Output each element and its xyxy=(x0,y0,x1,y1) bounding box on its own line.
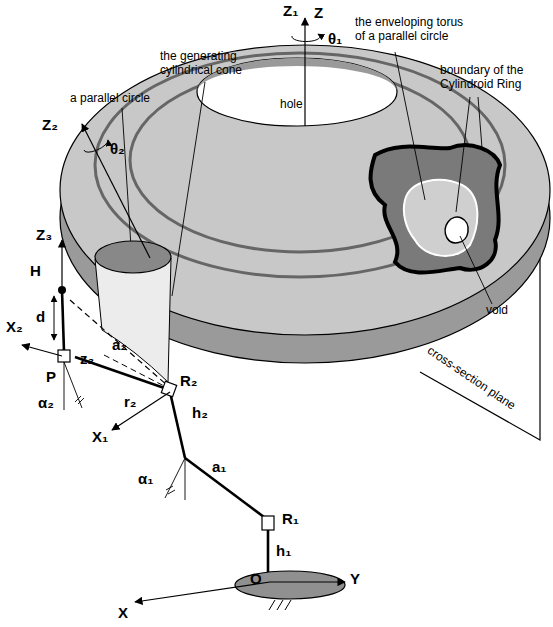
angle-label: θ₂ xyxy=(110,140,125,157)
joint-label: R₁ xyxy=(282,510,299,527)
joint-label: P xyxy=(46,368,56,385)
axis-label: Z₃ xyxy=(36,226,52,243)
point-label: H xyxy=(30,262,41,279)
plane-label: cross-section plane xyxy=(424,344,517,413)
angle-label: θ₁ xyxy=(328,30,342,47)
callout-text: the generating cylindrical cone xyxy=(160,50,260,78)
callout-text: the enveloping torus of a parallel circl… xyxy=(355,16,475,44)
axis-label: Z xyxy=(314,4,323,21)
link-label: a₂ xyxy=(112,336,127,353)
callout-text: a parallel circle xyxy=(70,92,150,106)
axis-label: X₂ xyxy=(6,318,23,335)
joint-label: R₂ xyxy=(180,372,198,389)
link-label: r₂ xyxy=(124,393,137,410)
angle-label: α₁ xyxy=(138,470,153,487)
angle-label: α₂ xyxy=(38,394,54,411)
link-label: h₁ xyxy=(276,542,291,559)
dimension-label: d xyxy=(36,308,45,325)
link-label: a₁ xyxy=(212,458,227,475)
callout-text: void xyxy=(486,304,508,318)
axis-label: X xyxy=(118,604,128,621)
origin-label: O xyxy=(250,570,262,587)
axis-label: Z₁ xyxy=(283,2,298,19)
callout-text: boundary of the Cylindroid Ring xyxy=(440,64,546,92)
axis-label: Z₂ xyxy=(42,116,58,133)
axis-label: Y xyxy=(350,570,360,587)
axis-label: X₁ xyxy=(92,428,108,445)
region-label: hole xyxy=(280,98,303,112)
link-label: h₂ xyxy=(192,404,208,421)
link-label: z₂ xyxy=(80,350,94,367)
